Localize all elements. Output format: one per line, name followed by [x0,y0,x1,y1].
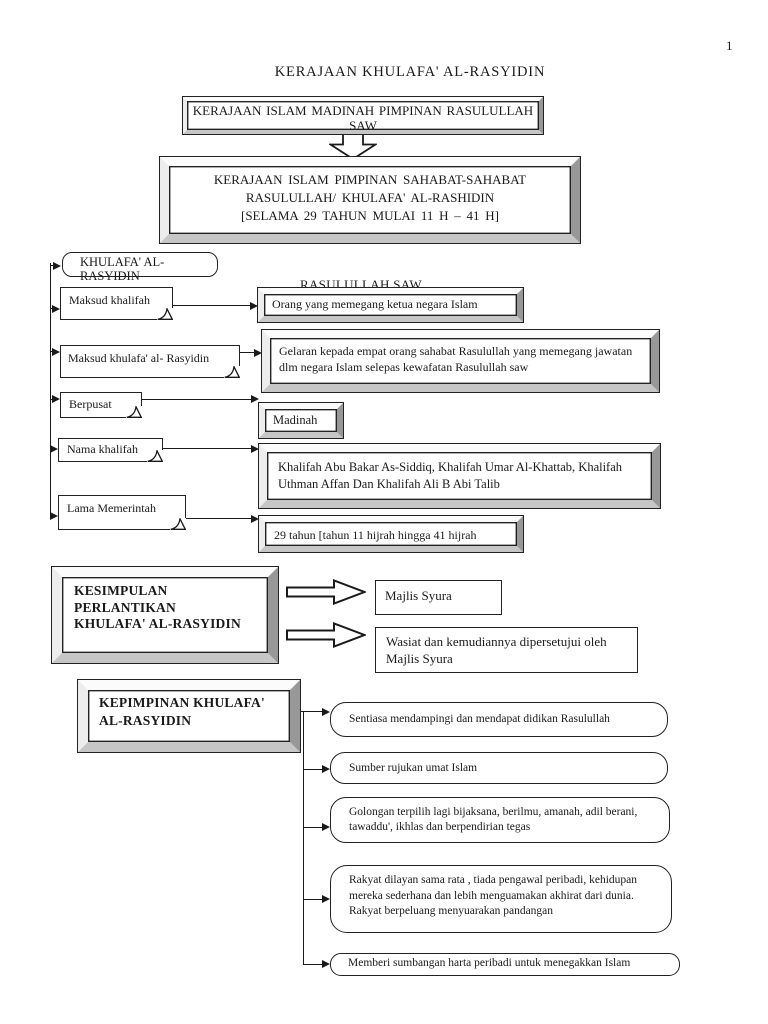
connector-line [172,305,250,307]
kesimpulan-title-line2: PERLANTIKAN [74,599,176,615]
desc-box-maksud-khalifah: Orang yang memegang ketua negara Islam [257,287,524,323]
desc-text: Orang yang memegang ketua negara Islam [272,297,478,311]
result-box-wasiat: Wasiat dan kemudiannya dipersetujui oleh… [375,627,638,673]
spine-stub [50,351,53,353]
leadership-item-5 [330,953,680,976]
flow-box1-line2: SAW [349,118,377,130]
desc-box-berpusat: Madinah [258,402,344,439]
leadership-item-5-text: Memberi sumbangan harta peribadi untuk m… [348,957,631,969]
flow-box2-line2: RASULULLAH/ KHULAFA' AL-RASHIDIN [245,190,495,205]
kepimpinan-title-line2: AL-RASYIDIN [99,712,192,728]
folded-corner-icon [147,450,164,463]
desc-text: Gelaran kepada empat orang sahabat Rasul… [279,344,633,374]
arrowhead-icon [321,895,330,904]
desc-text: Madinah [273,413,318,427]
root-node-box [62,252,218,277]
note-box-lama-memerintah: Lama Memerintah [58,495,187,531]
note-label: Maksud khalifah [69,293,150,307]
root-label-line1: KHULAFA' AL- [80,255,165,269]
folded-corner-icon [126,406,143,419]
spine-stub [303,899,322,900]
folded-corner-icon [157,308,174,321]
leadership-item-4: Rakyat dilayan sama rata , tiada pengawa… [330,865,672,933]
spine-stub [50,265,54,267]
kesimpulan-title-line3: KHULAFA' AL-RASYIDIN [74,616,241,631]
connector-line [161,448,251,450]
connector-arrowhead-icon [250,514,259,523]
document-title: KERAJAAN KHULAFA' AL-RASYIDIN [274,64,546,80]
spine-stub [50,308,53,310]
connector-arrowhead-icon [250,395,259,404]
down-block-arrow-icon [329,132,377,160]
kepimpinan-title-line1: KEPIMPINAN KHULAFA' [99,695,265,710]
spine-stub [303,963,322,965]
arrowhead-icon [53,261,61,270]
arrowhead-icon [321,707,330,716]
flow-box-madinah-government: KERAJAAN ISLAM MADINAH PIMPINAN RASULULL… [182,96,544,135]
leadership-item-1: Sentiasa mendampingi dan mendapat didika… [330,702,668,737]
kesimpulan-box: KESIMPULAN PERLANTIKAN KHULAFA' AL-RASYI… [51,566,279,664]
arrowhead-icon [52,304,60,313]
spine-stub [303,827,322,828]
connector-arrowhead-icon [253,348,262,357]
left-spine-line [50,263,51,519]
arrowhead-icon [52,347,60,356]
arrowhead-icon [50,511,58,520]
connector-arrowhead-icon [250,444,259,453]
arrowhead-icon [321,765,330,774]
leadership-item-text: Golongan terpilih lagi bijaksana, berilm… [349,806,638,833]
spine-stub [303,769,322,770]
note-label: Nama khalifah [67,442,138,456]
leadership-item-text: Rakyat dilayan sama rata , tiada pengawa… [349,874,638,917]
connector-arrowhead-icon [249,301,258,310]
note-label: Berpusat [69,397,112,411]
leadership-item-2: Sumber rujukan umat Islam [330,752,668,784]
connector-line [185,518,251,520]
arrowhead-icon [50,444,58,453]
connector-line [300,711,322,713]
arrowhead-icon [321,960,330,968]
root-label-line2: RASYIDIN [80,269,140,283]
flow-box2-line3: [SELAMA 29 TAHUN MULAI 11 H – 41 H] [240,208,499,223]
leadership-spine-line [303,712,304,965]
page-number: 1 [726,38,733,53]
arrowhead-icon [52,395,60,403]
kepimpinan-box: KEPIMPINAN KHULAFA' AL-RASYIDIN [77,679,301,753]
right-block-arrow-icon [286,622,366,648]
desc-text: 29 tahun [tahun 11 hijrah hingga 41 hijr… [274,528,477,542]
arrowhead-icon [321,823,330,832]
flow-box1-line1: KERAJAAN ISLAM MADINAH PIMPINAN RASULULL… [192,103,534,118]
flow-box2-line1: KERAJAAN ISLAM PIMPINAN SAHABAT-SAHABAT [213,172,527,187]
desc-box-lama-memerintah: 29 tahun [tahun 11 hijrah hingga 41 hijr… [258,515,524,553]
right-block-arrow-icon [286,579,366,605]
leadership-item-text: Sumber rujukan umat Islam [349,762,478,774]
result-text: Majlis Syura [385,588,452,603]
note-box-maksud-khulafa: Maksud khulafa' al- Rasyidin [60,345,241,379]
spine-stub [50,398,53,400]
note-box-nama-khalifah: Nama khalifah [58,438,164,463]
root-node-label: KHULAFA' AL- RASYIDIN [80,255,164,283]
leadership-item-text: Sentiasa mendampingi dan mendapat didika… [349,713,610,725]
desc-text: Khalifah Abu Bakar As-Siddiq, Khalifah U… [278,460,623,491]
connector-line [239,352,254,354]
desc-box-nama-khalifah: Khalifah Abu Bakar As-Siddiq, Khalifah U… [258,443,661,509]
folded-corner-icon [224,366,241,379]
leadership-item-3: Golongan terpilih lagi bijaksana, berilm… [330,797,670,843]
note-box-berpusat: Berpusat [60,392,143,419]
flow-box-khulafa-government: KERAJAAN ISLAM PIMPINAN SAHABAT-SAHABAT … [159,156,581,244]
note-label: Lama Memerintah [67,501,156,515]
result-box-majlis-syura: Majlis Syura [375,580,502,615]
desc-box-maksud-khulafa: Gelaran kepada empat orang sahabat Rasul… [261,329,660,393]
connector-line [141,399,251,400]
result-text: Wasiat dan kemudiannya dipersetujui oleh… [386,634,607,666]
kesimpulan-title-line1: KESIMPULAN [74,583,168,598]
folded-corner-icon [170,518,187,531]
note-label: Maksud khulafa' al- Rasyidin [68,351,210,365]
note-box-maksud-khalifah: Maksud khalifah [60,287,174,321]
